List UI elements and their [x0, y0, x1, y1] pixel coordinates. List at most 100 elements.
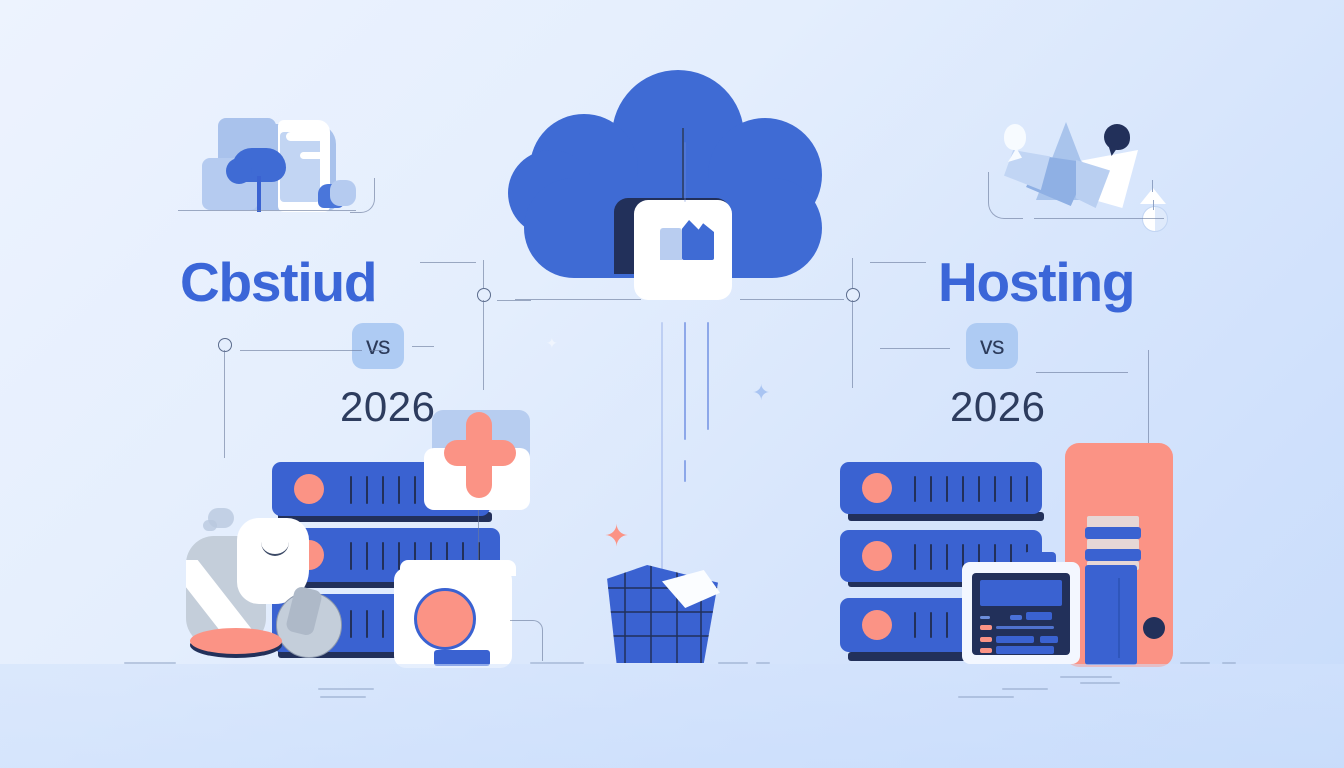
ground-dash-center-2 — [718, 662, 748, 664]
right-rack-1-status-dot — [862, 473, 892, 503]
left-connector-ring — [218, 338, 232, 352]
ground-dash-right-4 — [1080, 682, 1120, 684]
ground-dash-left-1 — [124, 662, 176, 664]
left-connector-rule-2 — [369, 350, 383, 351]
tablet-row-chip-2 — [1010, 615, 1022, 620]
right-rack-3-status-dot — [862, 610, 892, 640]
data-streak-4 — [684, 460, 686, 482]
tablet-row-line-2 — [996, 636, 1034, 643]
vent — [962, 476, 964, 502]
data-streak-5 — [684, 142, 686, 202]
vent — [382, 610, 384, 638]
ground-dash-right-5 — [1180, 662, 1210, 664]
right-rack-1 — [840, 462, 1042, 514]
vent — [946, 612, 948, 638]
basket-grid-line — [624, 565, 626, 663]
tl-ground-curve — [350, 178, 375, 213]
tablet-row-line-1 — [996, 626, 1054, 629]
vent — [414, 542, 416, 570]
ground-dash-right-6 — [1222, 662, 1236, 664]
vent — [366, 542, 368, 570]
tree-trunk — [257, 176, 261, 212]
tower-status-dot — [1143, 617, 1165, 639]
right-heading: Hosting — [938, 251, 1135, 313]
tablet-row-chip — [1026, 612, 1052, 620]
mid-left-rule-long — [515, 299, 641, 300]
vent — [446, 542, 448, 570]
vent — [414, 476, 416, 504]
circle-split-stem — [1153, 200, 1155, 210]
vent — [398, 542, 400, 570]
vent — [962, 544, 964, 570]
right-connector-vline — [1148, 350, 1149, 458]
vent — [946, 476, 948, 502]
robot-base-coral-oval — [190, 628, 282, 654]
right-year-label: 2026 — [950, 383, 1046, 430]
camera-connector-line — [510, 620, 543, 661]
folder-inner-panel — [280, 132, 320, 202]
mid-right-rule-top — [870, 262, 926, 263]
vent — [914, 544, 916, 570]
right-rack-shadow-2 — [848, 578, 1044, 587]
basket-grid-line — [700, 565, 702, 663]
tablet-row-marker-1 — [980, 625, 992, 630]
tree-cloud-bump-icon — [226, 158, 252, 184]
mid-left-vline-2 — [483, 300, 484, 390]
top-left-badge-illustration — [178, 110, 380, 225]
right-rack-shadow-3 — [848, 652, 1004, 661]
balloon-icon — [1004, 124, 1026, 150]
tr-ground-rule — [1034, 218, 1164, 219]
vent — [398, 476, 400, 504]
vent — [946, 544, 948, 570]
robot-smile-icon — [261, 540, 289, 556]
left-heading: Cbstiud — [180, 251, 377, 313]
cross-card-stem — [478, 510, 479, 562]
vent — [930, 544, 932, 570]
vent — [994, 476, 996, 502]
basket-grid-line — [676, 565, 678, 663]
basket-grid-line — [607, 635, 718, 637]
ground-dash-right-3 — [1060, 676, 1112, 678]
tower-band-1 — [1085, 527, 1141, 539]
mid-left-ring — [477, 288, 491, 302]
left-connector-rule-1 — [240, 350, 362, 351]
tablet-row-marker-2 — [980, 637, 992, 642]
sparkle-icon-1: ✦ — [752, 380, 771, 405]
folder-tab-shape — [218, 118, 276, 136]
vent — [478, 542, 480, 570]
vent — [1010, 544, 1012, 570]
cone-stem — [1152, 180, 1154, 192]
left-connector-vline — [224, 350, 225, 458]
vent — [350, 610, 352, 638]
tablet-row-line-3 — [1040, 636, 1058, 643]
vent — [382, 542, 384, 570]
tower-pale-band-2 — [1087, 539, 1139, 550]
tablet-row-marker-3 — [980, 648, 992, 653]
mid-right-rule-mid — [880, 348, 950, 349]
cloud-upload-card — [634, 200, 732, 300]
mid-right-ring — [846, 288, 860, 302]
left-connector-rule-3 — [412, 346, 434, 347]
ground-dash-center-1 — [530, 662, 584, 664]
circle-split-icon — [1142, 206, 1168, 232]
mid-left-vline — [483, 260, 484, 288]
vent — [430, 542, 432, 570]
camera-grill — [434, 650, 490, 666]
sparkle-icon-2: ✦ — [546, 335, 558, 351]
tower-band-2 — [1085, 549, 1141, 561]
vent — [930, 612, 932, 638]
basket-grid-line — [607, 611, 718, 613]
left-rack-shadow-2 — [278, 578, 500, 588]
camera-lens-ring — [414, 588, 476, 650]
vent — [462, 542, 464, 570]
coral-cross-horizontal-icon — [444, 440, 516, 466]
folder-line-2 — [300, 152, 324, 159]
vent — [350, 542, 352, 570]
vent — [382, 476, 384, 504]
ground-dash-right-2 — [1002, 688, 1048, 690]
house-right-block-icon — [682, 220, 714, 260]
ground-dash-center-3 — [756, 662, 770, 664]
vent — [366, 476, 368, 504]
tower-pale-band-1 — [1087, 516, 1139, 528]
